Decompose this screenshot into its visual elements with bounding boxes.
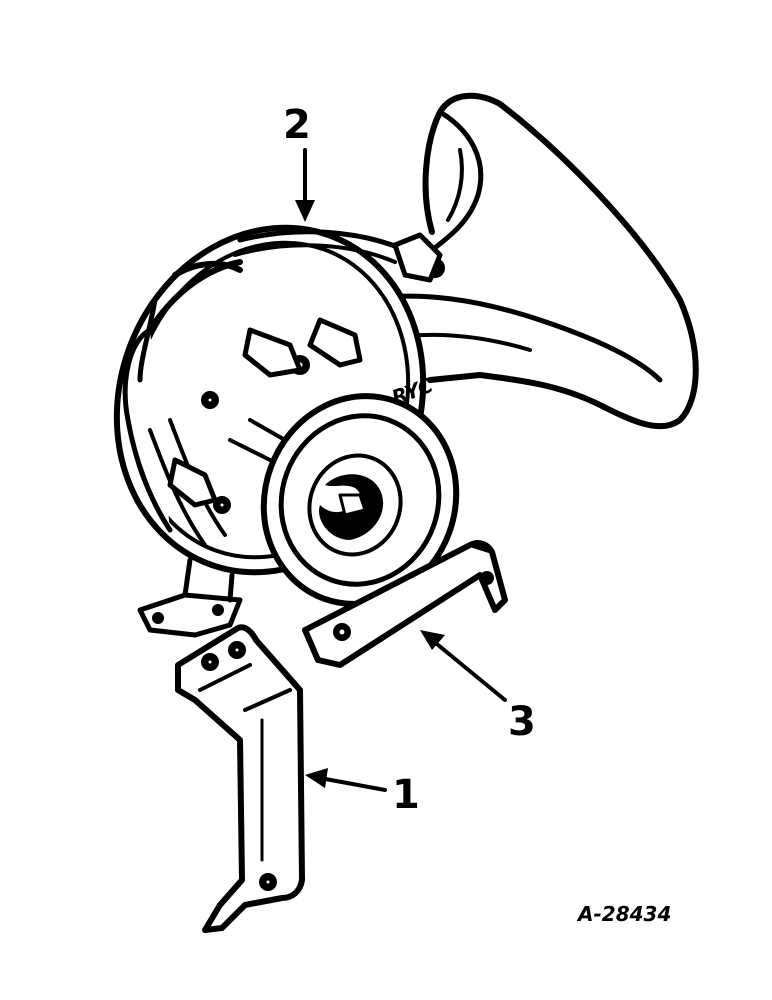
callout-label-1: 1 — [392, 772, 420, 818]
callout-1: 1 — [305, 768, 420, 818]
horn-assembly: RYC — [113, 92, 699, 638]
horn-base-foot — [137, 557, 243, 638]
horn-front-cover: RYC — [260, 373, 460, 607]
reference-code: A-28434 — [576, 902, 671, 926]
callout-label-2: 2 — [283, 102, 311, 148]
callout-label-3: 3 — [508, 699, 536, 745]
callout-2: 2 — [283, 102, 315, 222]
bracket-part-1 — [175, 624, 305, 933]
bracket-part-3 — [302, 540, 508, 668]
horn-rim-bolts — [167, 232, 445, 514]
callout-3: 3 — [420, 630, 536, 745]
